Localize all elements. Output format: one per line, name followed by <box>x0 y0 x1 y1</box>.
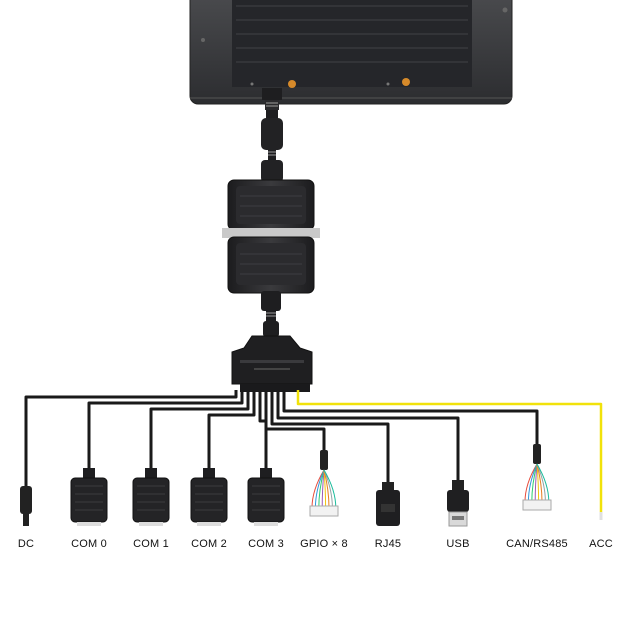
cable-com3 <box>258 390 268 468</box>
cable-dc <box>24 390 238 486</box>
cable-rj45 <box>270 390 390 482</box>
cable-can <box>282 390 539 444</box>
device-screw-icon <box>402 78 410 86</box>
com0-connector-icon <box>70 468 108 526</box>
cable-com0 <box>87 390 244 468</box>
cable-com2 <box>207 390 256 468</box>
cable-gpio <box>264 390 326 450</box>
cable-bundle <box>24 390 603 512</box>
cable-com1 <box>149 390 250 468</box>
port-label-com0: COM 0 <box>71 538 107 550</box>
device-unit <box>189 0 513 105</box>
cable-acc <box>296 390 603 512</box>
port-label-com1: COM 1 <box>133 538 169 550</box>
port-label-dc: DC <box>17 538 35 550</box>
acc-connector-icon <box>599 512 603 520</box>
splitter-hub <box>231 335 313 392</box>
com2-connector-icon <box>190 468 228 526</box>
port-label-com2: COM 2 <box>191 538 227 550</box>
port-label-acc: ACC <box>589 538 613 550</box>
port-label-usb: USB <box>446 538 470 550</box>
dc-connector-icon <box>20 486 32 526</box>
rj45-connector-icon <box>376 482 400 526</box>
device-screw-icon <box>288 80 296 88</box>
port-label-com3: COM 3 <box>248 538 284 550</box>
port-label-rj45: RJ45 <box>374 538 402 550</box>
com1-connector-icon <box>132 468 170 526</box>
usb-connector-icon <box>447 480 469 527</box>
can-connector-icon <box>522 444 552 511</box>
port-connectors <box>20 444 603 527</box>
main-cable <box>261 88 283 182</box>
cable-usb <box>276 390 460 480</box>
port-label-gpio: GPIO × 8 <box>300 538 348 550</box>
gpio-connector-icon <box>309 450 339 517</box>
com3-connector-icon <box>247 468 285 526</box>
port-label-can: CAN/RS485 <box>506 538 568 550</box>
main-connector <box>222 179 320 337</box>
